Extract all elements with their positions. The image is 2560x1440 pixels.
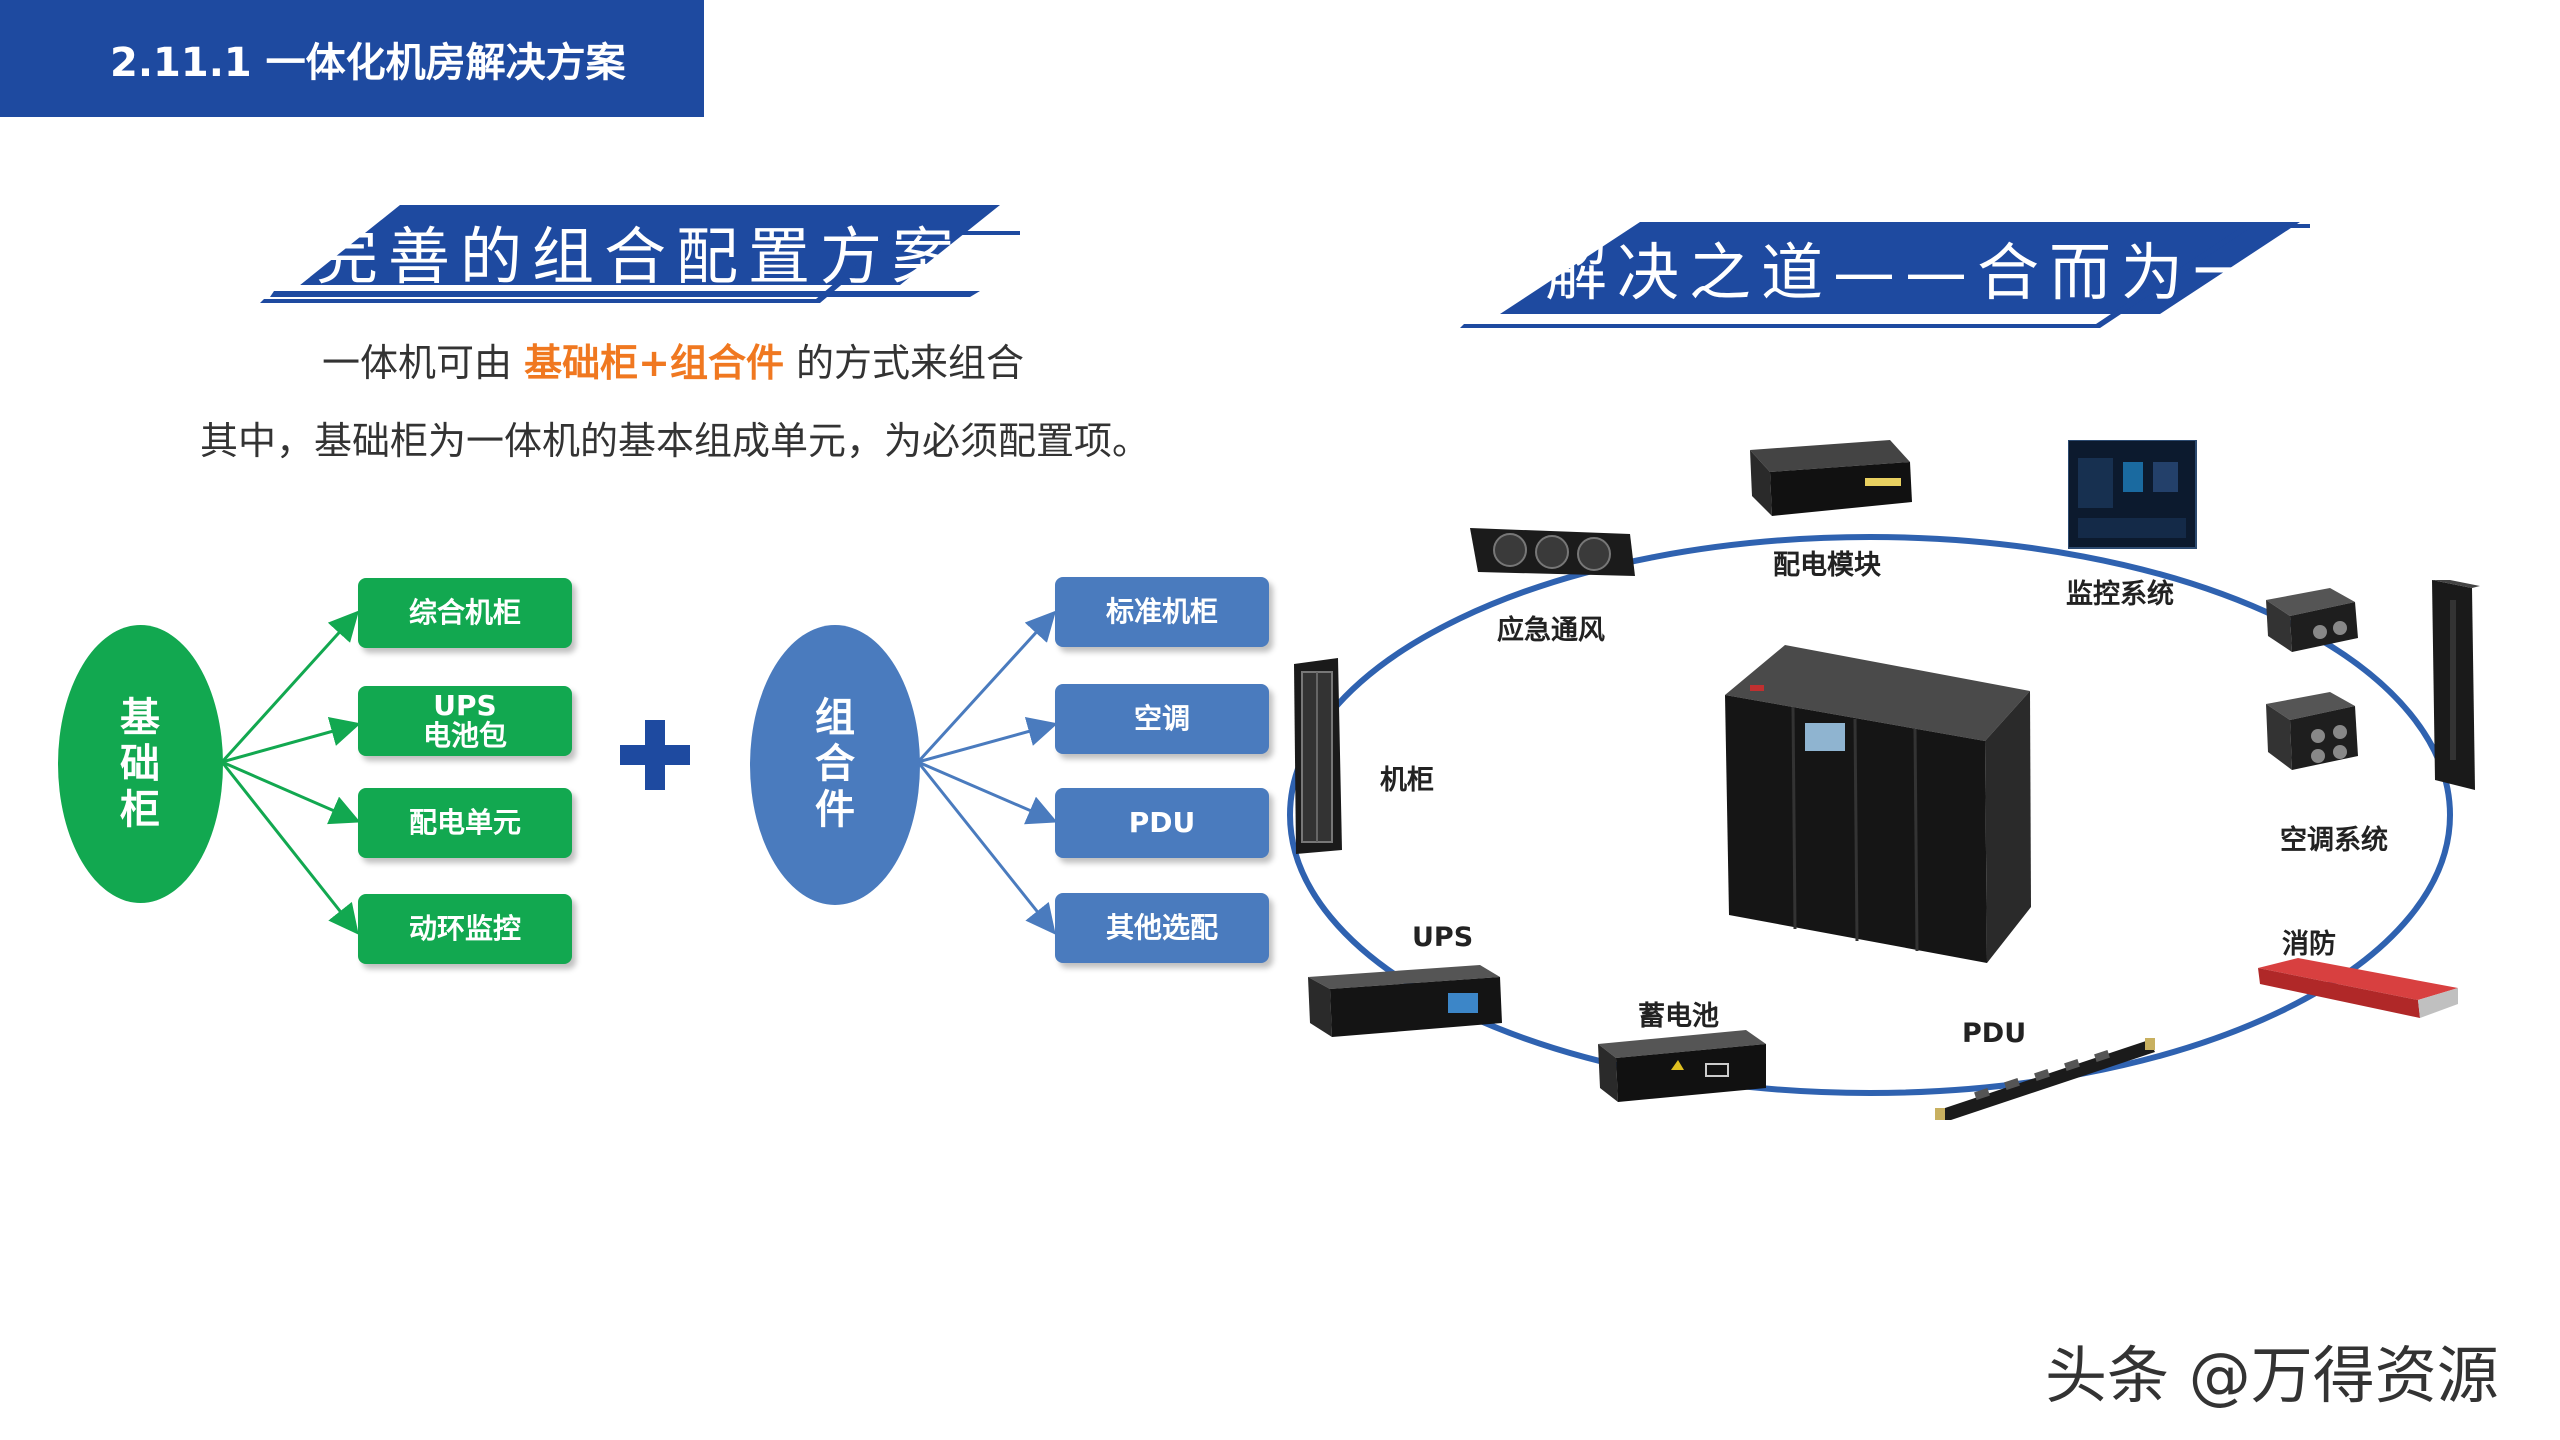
base-item-power: 配电单元 [358, 788, 572, 858]
power-module-icon [1750, 440, 1912, 516]
page-title: 2.11.1 一体化机房解决方案 [110, 40, 626, 86]
ups-icon [1308, 965, 1502, 1037]
components-oval [750, 625, 920, 905]
rack-cabinet-icon [1294, 658, 1342, 854]
label-pdu: PDU [1962, 1018, 2027, 1049]
label-cabinet: 机柜 [1380, 765, 1434, 796]
watermark: 头条 @万得资源 [2045, 1339, 2499, 1412]
battery-icon [1598, 1030, 1766, 1102]
label-aircon: 空调系统 [2280, 825, 2388, 856]
label-fire: 消防 [2282, 929, 2336, 960]
base-item-cabinet: 综合机柜 [358, 578, 572, 648]
connector-arrows [220, 610, 1058, 935]
fire-suppression-icon [2258, 958, 2458, 1018]
label-monitor: 监控系统 [2066, 579, 2174, 610]
intro-line-2: 其中，基础柜为一体机的基本组成单元，为必须配置项。 [200, 419, 1151, 463]
label-fan: 应急通风 [1497, 615, 1605, 646]
comp-item-other: 其他选配 [1055, 893, 1269, 963]
comp-item-standard-cabinet: 标准机柜 [1055, 577, 1269, 647]
aircon-icon [2266, 580, 2480, 790]
base-cabinet-label: 基 础 柜 [120, 695, 160, 833]
right-banner-title: 解决之道——合而为一 [1545, 236, 2266, 309]
left-banner [260, 205, 1020, 303]
pdu-icon [1935, 1038, 2155, 1120]
base-cabinet-oval [58, 625, 223, 903]
intro-suffix: 的方式来组合 [796, 341, 1025, 385]
intro-line-1: 一体机可由 基础柜+组合件 的方式来组合 [322, 332, 1024, 387]
label-battery: 蓄电池 [1638, 1001, 1719, 1032]
comp-item-aircon: 空调 [1055, 684, 1269, 754]
comp-item-pdu: PDU [1055, 788, 1269, 858]
base-item-ups: UPS 电池包 [358, 686, 572, 756]
header-bar [0, 0, 704, 117]
intro-prefix: 一体机可由 [322, 341, 513, 385]
right-banner [1460, 222, 2310, 328]
components-label: 组 合 件 [815, 695, 855, 833]
fan-unit-icon [1470, 528, 1635, 576]
label-ups: UPS [1412, 922, 1474, 953]
label-power-module: 配电模块 [1773, 550, 1881, 581]
integrated-datacenter-icon [1725, 645, 2031, 963]
left-banner-title: 完善的组合配置方案 [316, 220, 965, 293]
monitor-system-icon [2068, 440, 2197, 549]
base-item-monitor: 动环监控 [358, 894, 572, 964]
intro-highlight: 基础柜+组合件 [524, 341, 784, 385]
plus-icon [620, 720, 690, 790]
